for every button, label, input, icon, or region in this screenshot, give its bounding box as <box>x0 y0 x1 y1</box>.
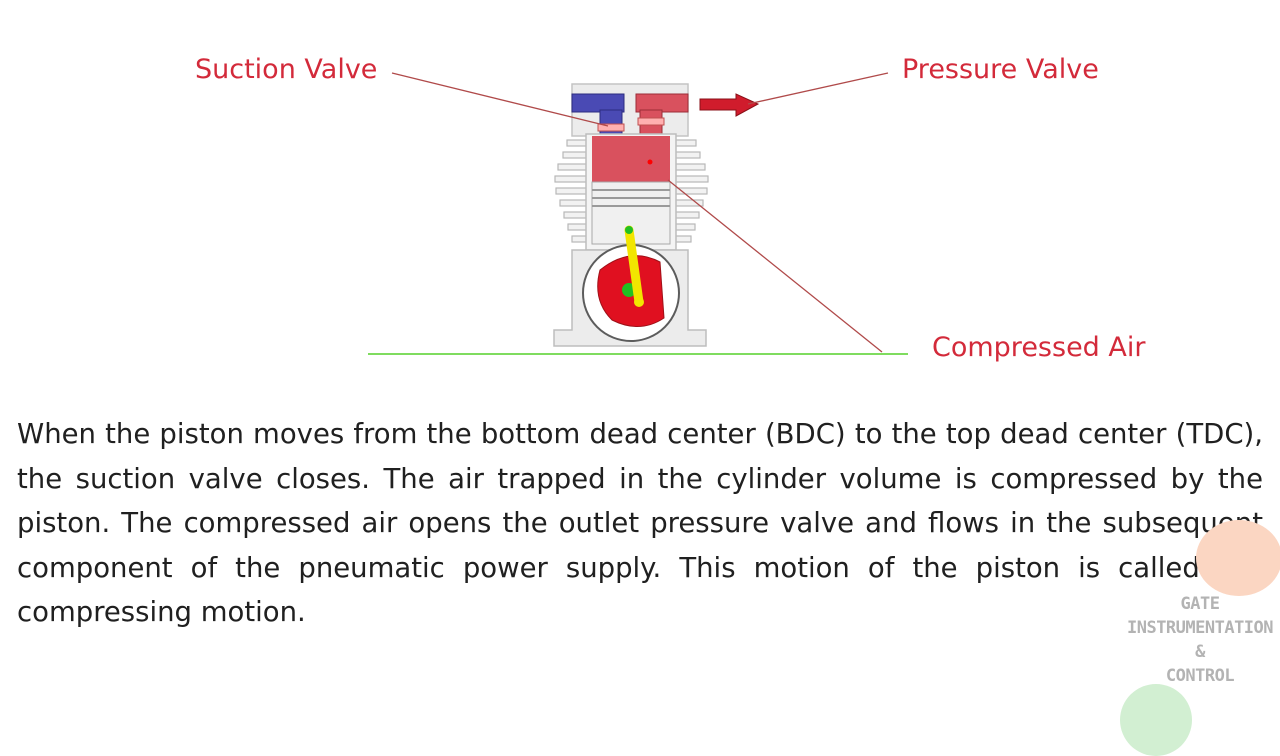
watermark-line-2: INSTRUMENTATION <box>1126 618 1274 638</box>
cooling-fins-right <box>667 139 709 243</box>
leader-pressure <box>747 72 889 105</box>
watermark-circle-green <box>1120 684 1192 756</box>
suction-valve-plate <box>597 123 625 132</box>
wrist-pin <box>625 226 633 234</box>
description-paragraph: When the piston moves from the bottom de… <box>17 418 1263 628</box>
suction-port <box>571 93 625 113</box>
pressure-valve-plate <box>637 117 665 126</box>
watermark-circle-orange <box>1196 520 1280 596</box>
suction-valve-label: Suction Valve <box>195 54 378 85</box>
watermark-line-4: CONTROL <box>1165 666 1235 686</box>
leader-compressed-air <box>667 179 883 353</box>
watermark-line-3: & <box>1195 642 1205 662</box>
leader-suction <box>391 72 609 127</box>
pressure-valve-label: Pressure Valve <box>902 54 1099 85</box>
connecting-rod <box>624 225 644 307</box>
compressed-air-label: Compressed Air <box>932 332 1146 363</box>
outlet-arrow <box>699 93 760 117</box>
watermark-logo: GATE INSTRUMENTATION & CONTROL <box>1116 592 1280 688</box>
pressure-port <box>635 93 689 113</box>
compressed-air-chamber <box>592 136 670 182</box>
compressor-diagram <box>368 72 908 355</box>
watermark-line-1: GATE <box>1180 594 1220 614</box>
